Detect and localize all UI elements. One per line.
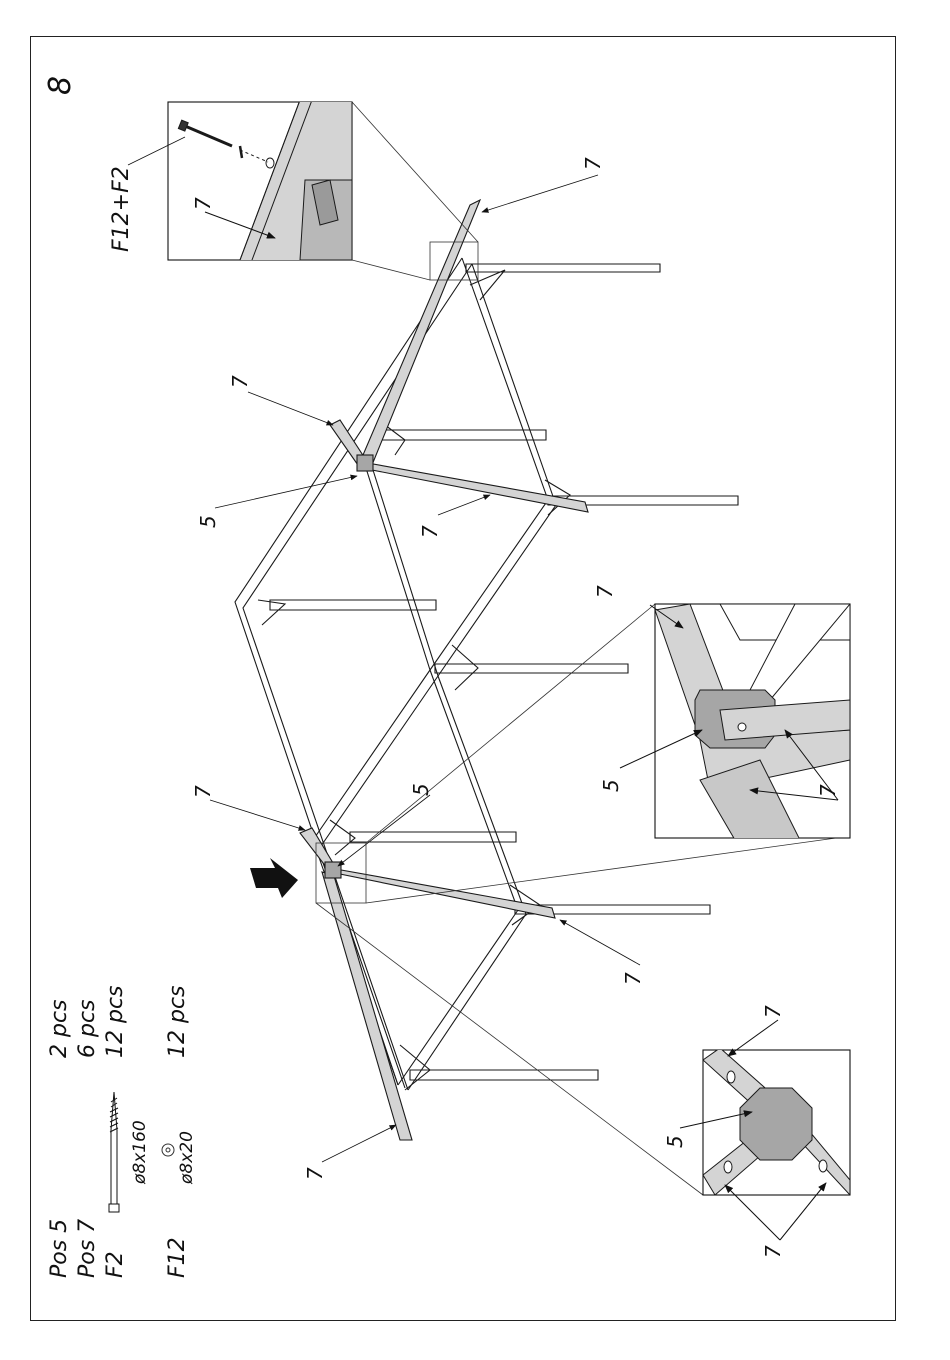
callout-part7-top: 7 [581,157,605,170]
callout-part5-lower: 5 [409,783,433,796]
parts-row-f12-label: F12 [165,1237,190,1278]
connector-pos5-upper [357,455,373,471]
callout-fastener: F12+F2 [109,166,134,252]
callout-part7-detail2b: 7 [816,784,840,797]
connector-pos5-lower [325,862,341,878]
callout-part7-lowerright: 7 [621,972,645,985]
callout-part7-detail3b: 7 [761,1245,785,1258]
parts-row-f12-dim: ø8x20 [177,1131,197,1185]
callout-part7-detail2a: 7 [593,585,617,598]
callout-part5-upper: 5 [196,515,220,528]
assembly-direction-arrow-icon [250,858,298,898]
callout-part7-detail1: 7 [191,197,215,210]
corner-braces [258,270,570,1090]
callout-part7-upper: 7 [228,375,252,388]
parts-row-f12-qty: 12 pcs [165,985,190,1058]
detail-connector-top [680,1020,850,1240]
parts-row-pos5-qty: 2 pcs [47,999,72,1058]
washer-icon [162,1144,174,1156]
lag-screw-icon [109,1092,119,1212]
parts-row-pos5-label: Pos 5 [47,1219,72,1278]
parts-row-f2-label: F2 [103,1251,128,1278]
parts-row-pos7-qty: 6 pcs [75,999,100,1058]
callout-part5-detail3: 5 [663,1135,687,1148]
callout-part7-detail3a: 7 [761,1005,785,1018]
parts-row-f2-qty: 12 pcs [103,985,128,1058]
step-number: 8 [43,76,78,95]
detail-connector-side [620,604,850,840]
callout-part7-lowerleft: 7 [191,785,215,798]
parts-list: Pos 5 Pos 7 F2 F12 2 pcs 6 pcs 12 pcs 12… [47,985,197,1278]
parts-row-f2-dim: ø8x160 [130,1120,150,1185]
callout-part7-bottom: 7 [303,1167,327,1180]
callout-part5-detail2: 5 [599,779,623,792]
parts-row-pos7-label: Pos 7 [75,1219,100,1278]
callout-part7-mid: 7 [418,525,442,538]
